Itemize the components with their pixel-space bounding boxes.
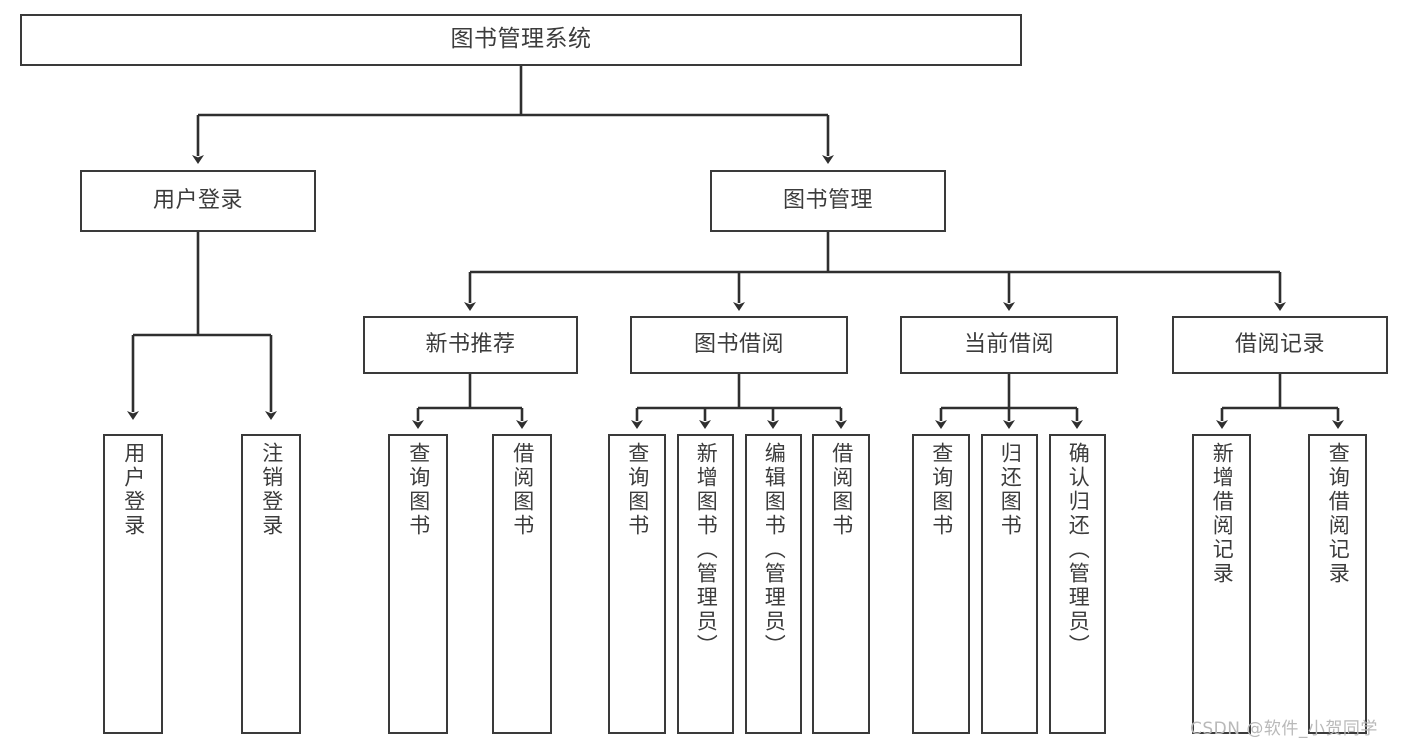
node-borrow-record-label: 借阅记录	[1234, 332, 1325, 358]
node-leaf-borrow-book-2[interactable]: 借阅图书	[812, 434, 870, 734]
node-current-borrow[interactable]: 当前借阅	[900, 316, 1118, 374]
watermark-text: CSDN @软件_小贺同学	[1190, 719, 1378, 739]
node-leaf-query-book-3[interactable]: 查询图书	[912, 434, 970, 734]
node-leaf-query-record[interactable]: 查询借阅记录	[1308, 434, 1367, 734]
node-leaf-return-book-label: 归还图书	[998, 442, 1023, 538]
node-leaf-add-record[interactable]: 新增借阅记录	[1192, 434, 1251, 734]
node-user-login[interactable]: 用户登录	[80, 170, 316, 232]
node-leaf-user-login[interactable]: 用户登录	[103, 434, 163, 734]
node-leaf-borrow-book-2-label: 借阅图书	[829, 442, 854, 538]
node-leaf-confirm-return[interactable]: 确认归还（管理员）	[1049, 434, 1106, 734]
node-leaf-user-login-label: 用户登录	[121, 442, 146, 538]
node-book-borrow[interactable]: 图书借阅	[630, 316, 848, 374]
node-new-book-recommend-label: 新书推荐	[425, 332, 516, 358]
node-leaf-borrow-book-1-label: 借阅图书	[510, 442, 535, 538]
node-leaf-logout[interactable]: 注销登录	[241, 434, 301, 734]
node-leaf-logout-label: 注销登录	[259, 442, 284, 538]
node-root-label: 图书管理系统	[450, 26, 592, 53]
node-leaf-query-book-1-label: 查询图书	[406, 442, 431, 538]
node-leaf-edit-book-label: 编辑图书（管理员）	[762, 442, 787, 658]
node-leaf-add-book[interactable]: 新增图书（管理员）	[677, 434, 734, 734]
node-leaf-add-book-label: 新增图书（管理员）	[694, 442, 719, 658]
node-leaf-query-book-2-label: 查询图书	[625, 442, 650, 538]
node-user-login-label: 用户登录	[152, 188, 243, 214]
node-leaf-query-record-label: 查询借阅记录	[1326, 442, 1351, 586]
node-leaf-query-book-1[interactable]: 查询图书	[388, 434, 448, 734]
node-leaf-query-book-2[interactable]: 查询图书	[608, 434, 666, 734]
node-current-borrow-label: 当前借阅	[963, 332, 1054, 358]
node-leaf-confirm-return-label: 确认归还（管理员）	[1066, 442, 1091, 658]
node-leaf-borrow-book-1[interactable]: 借阅图书	[492, 434, 552, 734]
node-leaf-edit-book[interactable]: 编辑图书（管理员）	[745, 434, 802, 734]
node-book-manage-label: 图书管理	[782, 188, 873, 214]
node-borrow-record[interactable]: 借阅记录	[1172, 316, 1388, 374]
node-new-book-recommend[interactable]: 新书推荐	[363, 316, 578, 374]
node-leaf-return-book[interactable]: 归还图书	[981, 434, 1038, 734]
node-leaf-query-book-3-label: 查询图书	[929, 442, 954, 538]
node-leaf-add-record-label: 新增借阅记录	[1210, 442, 1235, 586]
node-book-manage[interactable]: 图书管理	[710, 170, 946, 232]
node-book-borrow-label: 图书借阅	[693, 332, 784, 358]
node-root[interactable]: 图书管理系统	[20, 14, 1022, 66]
